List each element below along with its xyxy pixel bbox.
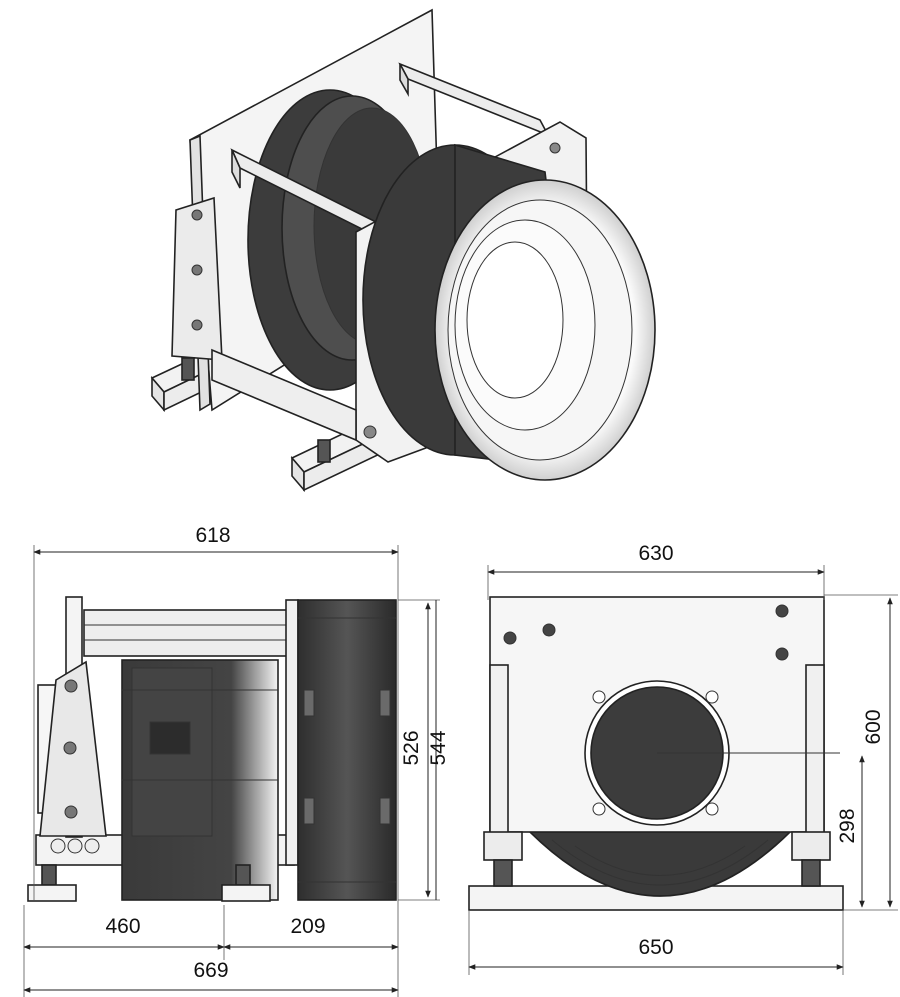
dim-526: 526 — [400, 730, 423, 765]
front-post-left — [489, 664, 509, 836]
dim-209: 209 — [290, 915, 325, 938]
side-foot-right — [221, 864, 271, 902]
front-bracket-right — [791, 831, 831, 887]
side-front-plate — [285, 599, 299, 866]
dim-600: 600 — [862, 709, 885, 744]
dim-650: 650 — [638, 936, 673, 959]
dim-630: 630 — [638, 542, 673, 565]
front-inlet — [584, 680, 840, 826]
front-dimensions: 630 650 600 298 — [468, 542, 898, 975]
front-bracket-left — [483, 831, 523, 887]
front-impeller-arc — [528, 831, 792, 897]
side-foot-left — [27, 864, 77, 902]
dim-544: 544 — [427, 730, 450, 765]
dim-460: 460 — [105, 915, 140, 938]
side-top-rail — [83, 609, 293, 657]
side-dimensions: 618 460 209 669 526 544 — [23, 524, 450, 997]
front-post-right — [805, 664, 825, 836]
front-view — [468, 596, 844, 911]
isometric-view — [150, 8, 656, 493]
dim-618: 618 — [195, 524, 230, 547]
iso-left-bracket — [171, 196, 223, 361]
iso-impeller — [247, 89, 431, 391]
dim-669: 669 — [193, 959, 228, 982]
side-view — [27, 596, 397, 902]
dim-298: 298 — [836, 808, 859, 843]
side-inlet-drum — [297, 599, 397, 901]
iso-inlet-cone — [362, 143, 656, 481]
